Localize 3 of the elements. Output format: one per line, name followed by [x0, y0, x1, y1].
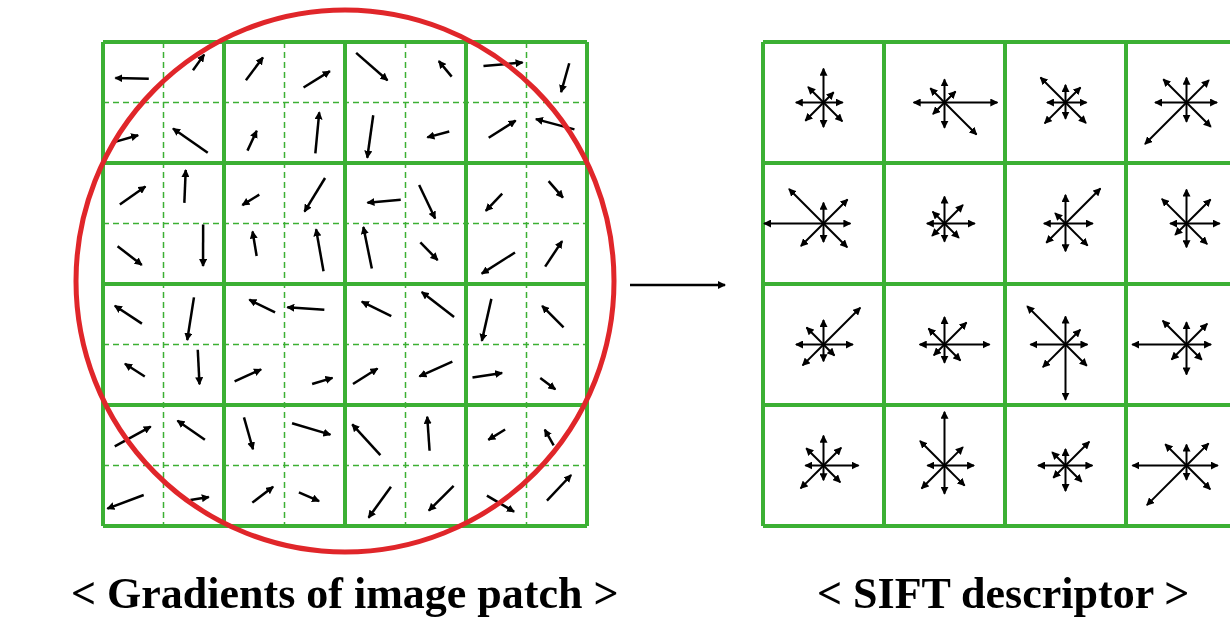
node-label: < Gradients of image patch >: [71, 572, 619, 616]
node-label: < SIFT descriptor >: [817, 572, 1190, 616]
arrow: [630, 281, 726, 289]
